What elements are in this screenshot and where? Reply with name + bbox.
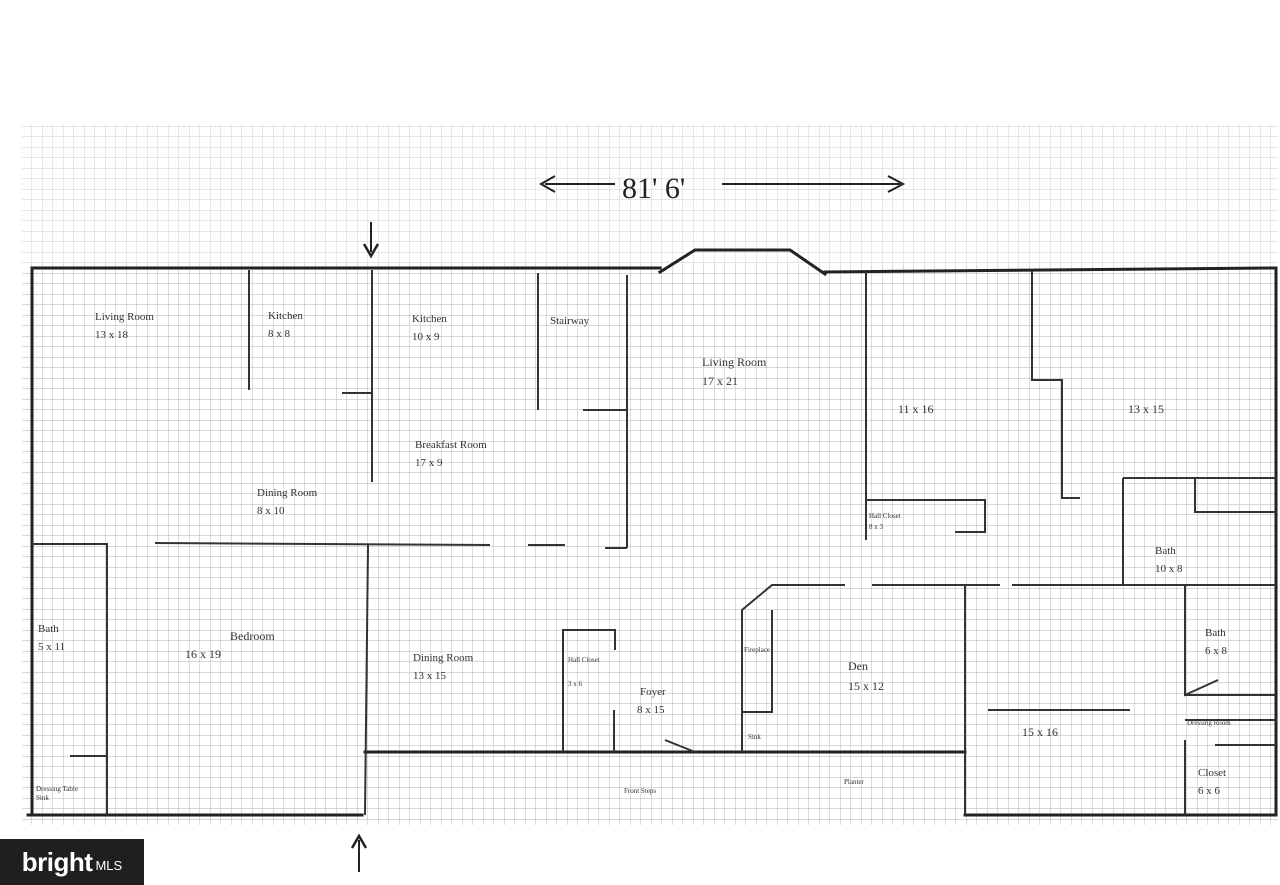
grid-background <box>22 125 1278 825</box>
bedroom-name: Bedroom <box>230 629 275 643</box>
dining-room-lower-name: Dining Room <box>413 652 474 664</box>
bath-6x8-size: 6 x 8 <box>1205 645 1228 657</box>
sink-name: Sink <box>748 733 761 741</box>
den-name: Den <box>848 659 868 673</box>
entry-arrow-bottom <box>350 833 368 872</box>
kitchen-name: Kitchen <box>412 313 447 325</box>
kitchen-small-name: Kitchen <box>268 310 303 322</box>
room-11x16-size: 11 x 16 <box>898 402 934 416</box>
exterior-walls <box>26 248 1278 817</box>
closet-name: Closet <box>1198 767 1226 779</box>
dressing-table-extra: Sink <box>36 794 49 802</box>
front-steps-name: Front Steps <box>624 787 656 795</box>
hall-closet-right-name: Hall Closet <box>869 512 901 520</box>
room-15x16-size: 15 x 16 <box>1022 725 1058 739</box>
breakfast-room-size: 17 x 9 <box>415 457 443 469</box>
hall-closet-right-size: 8 x 3 <box>869 523 884 531</box>
bath-6x8-name: Bath <box>1205 627 1226 639</box>
living-room-left-name: Living Room <box>95 311 154 323</box>
room-13x15-size: 13 x 15 <box>1128 402 1164 416</box>
bedroom-size: 16 x 19 <box>185 647 221 661</box>
den-size: 15 x 12 <box>848 679 884 693</box>
breakfast-room-name: Breakfast Room <box>415 439 487 451</box>
bath-10x8-name: Bath <box>1155 545 1176 557</box>
closet-size: 6 x 6 <box>1198 785 1221 797</box>
entry-arrow-top <box>362 222 380 259</box>
watermark-brand: bright <box>21 846 93 877</box>
overall-dimension: 81' 6' <box>538 172 906 205</box>
kitchen-small-size: 8 x 8 <box>268 328 291 340</box>
watermark-suffix: MLS <box>95 857 123 873</box>
foyer-size: 8 x 15 <box>637 704 665 716</box>
overall-dimension-label: 81' 6' <box>622 172 685 205</box>
living-room-main-size: 17 x 21 <box>702 374 738 388</box>
bright-mls-watermark: bright MLS <box>0 839 144 885</box>
foyer-name: Foyer <box>640 686 666 698</box>
planter-name: Planter <box>844 778 864 786</box>
bath-10x8-size: 10 x 8 <box>1155 563 1183 575</box>
bath-left-size: 5 x 11 <box>38 641 65 653</box>
hall-closet-name: Hall Closet <box>568 656 600 664</box>
dining-room-upper-size: 8 x 10 <box>257 505 285 517</box>
living-room-main-name: Living Room <box>702 355 767 369</box>
hall-closet-size: 3 x 6 <box>568 680 583 688</box>
bath-left-name: Bath <box>38 623 59 635</box>
dressing-table-name: Dressing Table <box>36 785 78 793</box>
stairway-name: Stairway <box>550 315 590 327</box>
dining-room-upper-name: Dining Room <box>257 487 318 499</box>
fireplace-name: Fireplace <box>744 646 770 654</box>
dining-room-lower-size: 13 x 15 <box>413 670 447 682</box>
paper-fade-top <box>22 125 1278 265</box>
living-room-left-size: 13 x 18 <box>95 329 129 341</box>
kitchen-size: 10 x 9 <box>412 331 440 343</box>
room-labels: Living Room 13 x 18 Kitchen 8 x 8 Kitche… <box>36 310 1231 802</box>
dressing-room-name: Dressing Room <box>1187 719 1231 727</box>
interior-walls <box>32 270 1276 816</box>
